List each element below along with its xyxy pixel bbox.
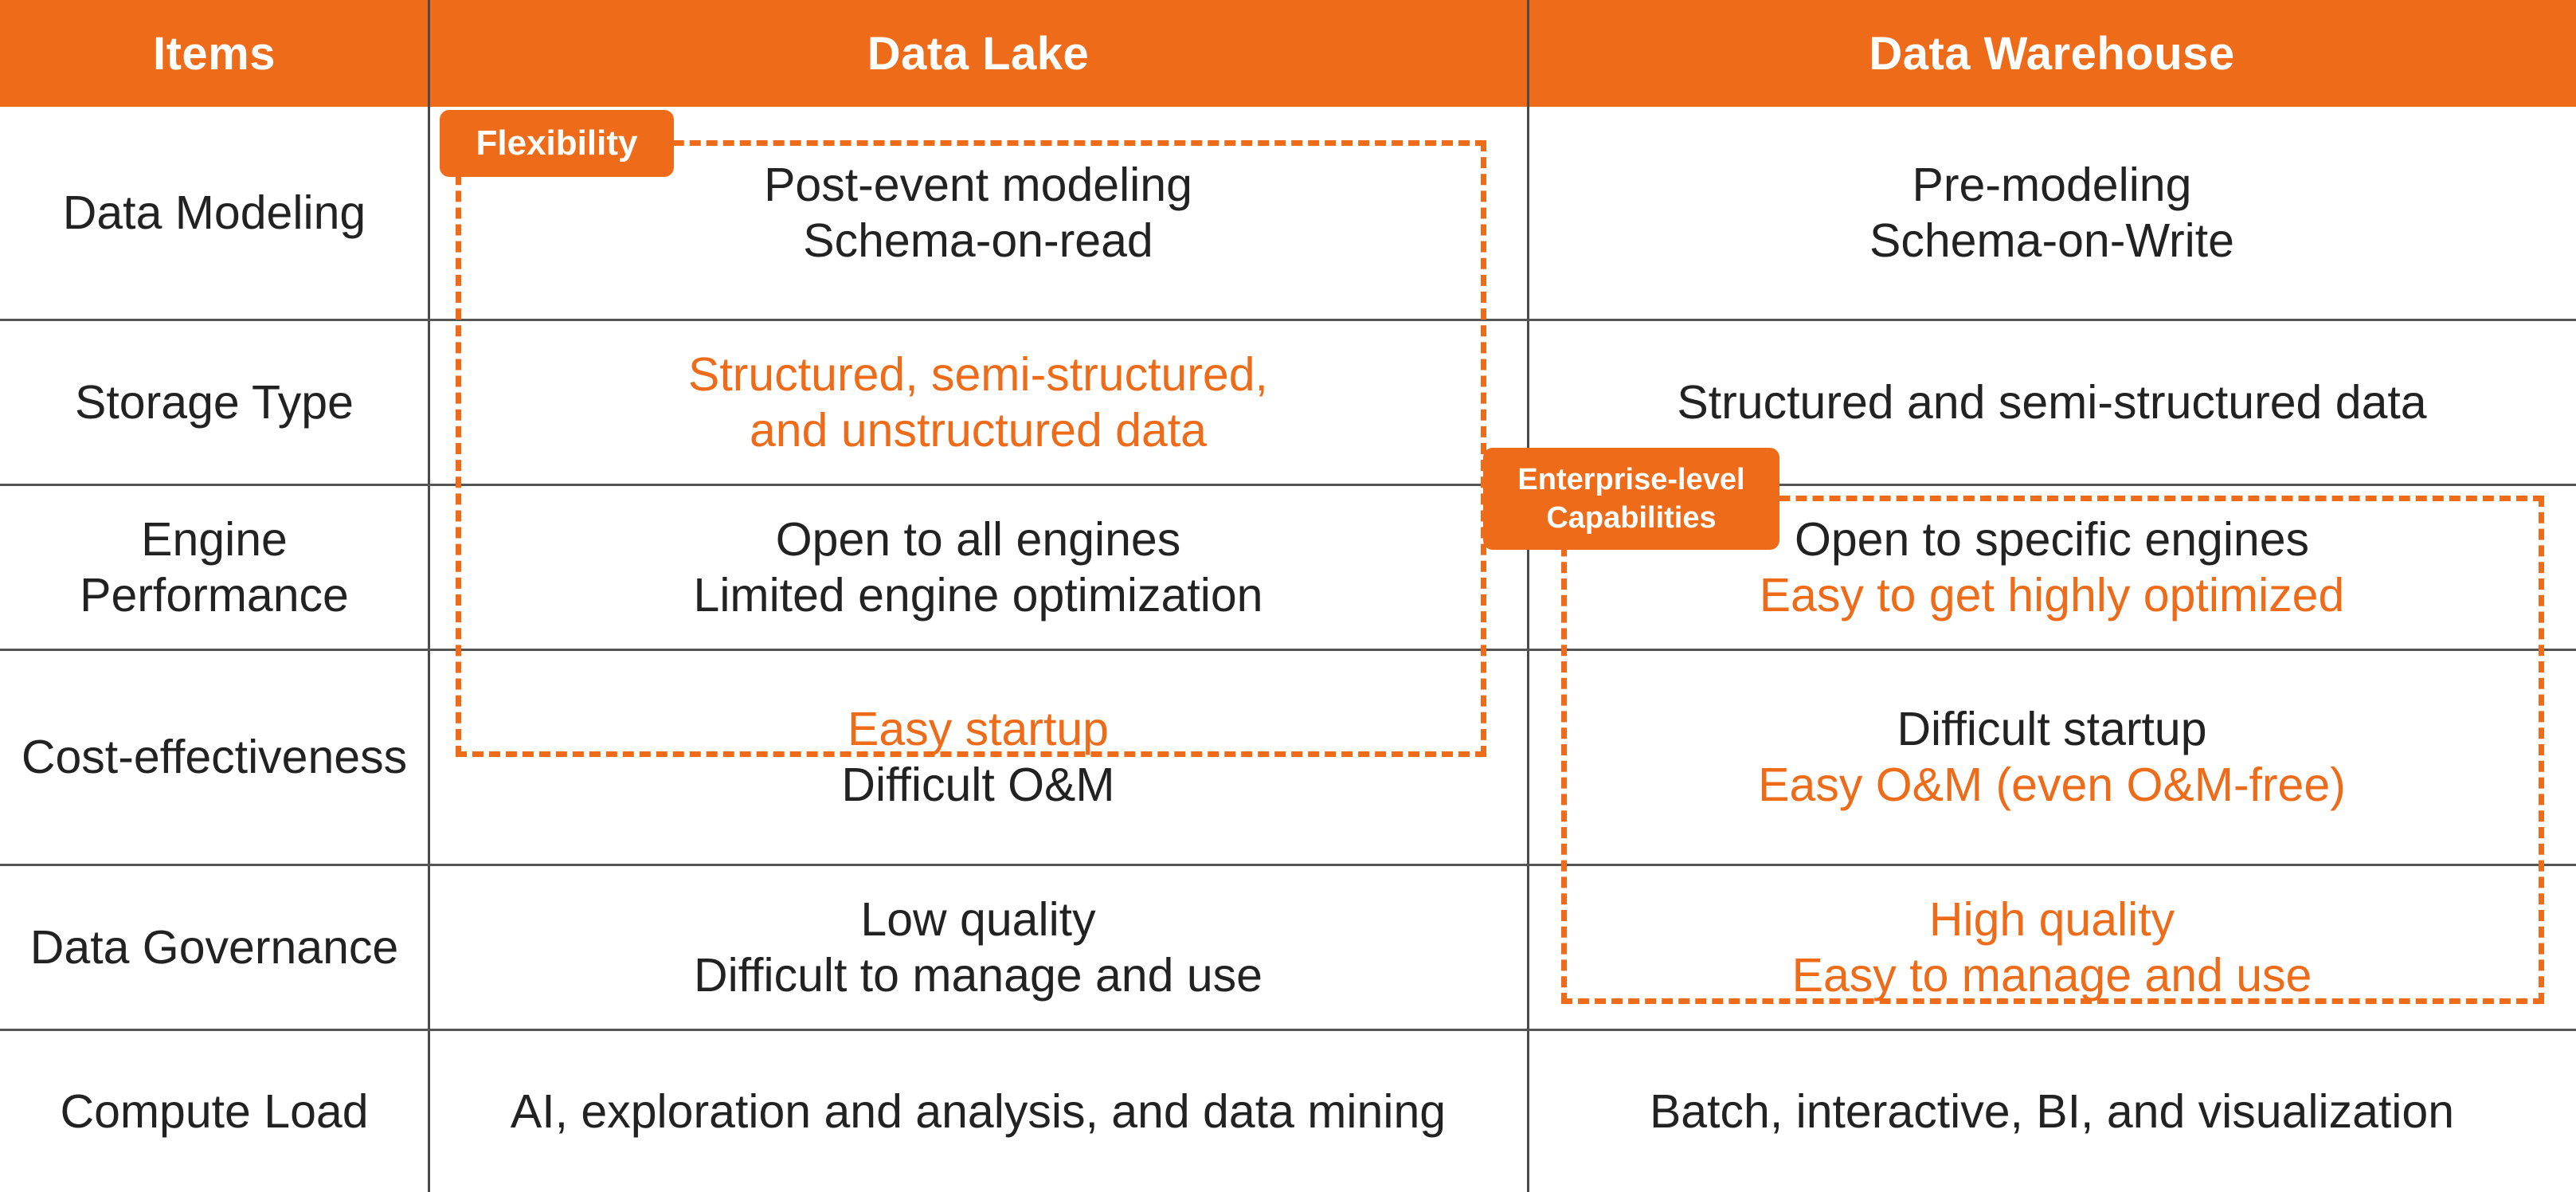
row-divider bbox=[0, 484, 2576, 486]
warehouse-compute-load: Batch, interactive, BI, and visualizatio… bbox=[1649, 1084, 2455, 1138]
lake-data-governance: Low quality Difficult to manage and use bbox=[694, 892, 1263, 1002]
header-data-warehouse: Data Warehouse bbox=[1869, 27, 2235, 80]
row-label-data-modeling: Data Modeling bbox=[62, 186, 366, 239]
flexibility-tag: Flexibility bbox=[440, 110, 674, 177]
row-label-compute-load: Compute Load bbox=[60, 1084, 369, 1138]
enterprise-capabilities-highlight-box bbox=[1561, 496, 2544, 1004]
header-data-lake: Data Lake bbox=[867, 27, 1090, 80]
warehouse-cost-effectiveness: Difficult startup Easy O&M (even O&M-fre… bbox=[1758, 703, 2346, 811]
lake-engine-performance: Open to all engines Limited engine optim… bbox=[693, 512, 1263, 621]
lake-cost-effectiveness: Easy startup Difficult O&M bbox=[841, 703, 1115, 811]
warehouse-data-modeling: Pre-modeling Schema-on-Write bbox=[1869, 159, 2234, 267]
lake-storage-type: Structured, semi-structured, and unstruc… bbox=[688, 347, 1268, 457]
flexibility-highlight-box bbox=[456, 140, 1486, 757]
row-divider bbox=[0, 1029, 2576, 1031]
column-divider bbox=[1527, 0, 1529, 1192]
row-label-cost-effectiveness: Cost-effectiveness bbox=[21, 731, 408, 783]
row-divider bbox=[0, 649, 2576, 651]
warehouse-storage-type: Structured and semi-structured data bbox=[1677, 375, 2427, 429]
column-divider bbox=[428, 0, 430, 1192]
row-label-engine-performance: Engine Performance bbox=[80, 512, 349, 621]
warehouse-engine-performance: Open to specific engines Easy to get hig… bbox=[1759, 512, 2345, 621]
lake-data-modeling: Post-event modeling Schema-on-read bbox=[764, 159, 1192, 267]
row-label-storage-type: Storage Type bbox=[75, 375, 354, 429]
header-items: Items bbox=[152, 27, 276, 80]
lake-compute-load: AI, exploration and analysis, and data m… bbox=[510, 1084, 1447, 1138]
row-label-data-governance: Data Governance bbox=[29, 920, 399, 974]
warehouse-data-governance: High quality Easy to manage and use bbox=[1791, 892, 2312, 1002]
enterprise-capabilities-tag: Enterprise-level Capabilities bbox=[1483, 448, 1779, 550]
row-divider bbox=[0, 319, 2576, 321]
row-divider bbox=[0, 864, 2576, 866]
